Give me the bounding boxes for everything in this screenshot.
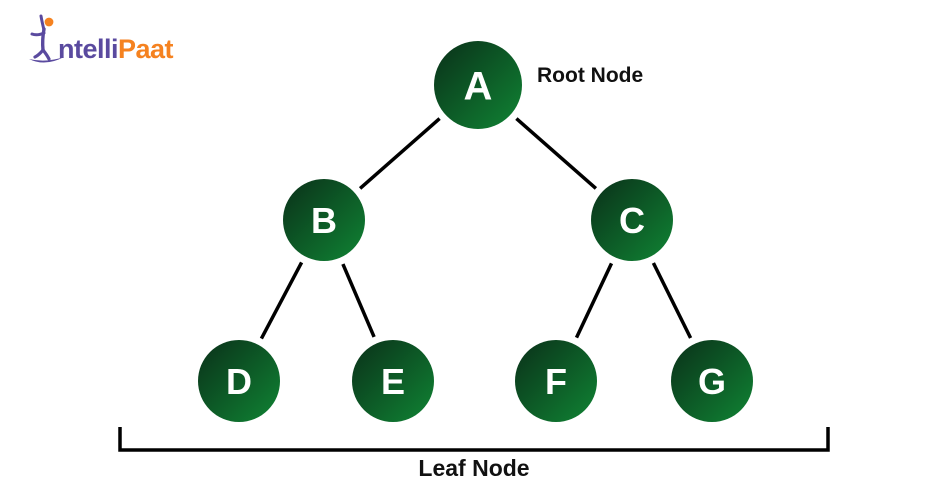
tree-node-A [434,41,522,129]
tree-node-G [671,340,753,422]
tree-node-letter-E: E [381,361,405,402]
edges-layer [259,117,693,340]
logo-text-ntelli: ntelli [58,34,119,64]
leaf-node-label: Leaf Node [418,455,530,481]
tree-node-letter-F: F [545,361,567,402]
tree-node-letter-D: D [226,361,252,402]
leaf-bracket [118,427,830,452]
tree-node-F [515,340,597,422]
tree-node-letter-G: G [698,361,726,402]
tree-node-C [591,179,673,261]
tree-node-B [283,179,365,261]
edge-C-G [651,262,693,339]
edge-A-C [515,117,598,190]
intellipaat-logo: ntelliPaat [28,14,188,66]
tree-node-letter-A: A [464,64,493,108]
logo-head-dot [44,17,54,27]
logo-text-paat: Paat [118,34,174,64]
edge-A-B [358,117,441,190]
tree-node-E [352,340,434,422]
edge-B-E [341,263,376,338]
edge-C-F [574,262,614,339]
tree-node-D [198,340,280,422]
root-node-label: Root Node [537,64,644,87]
logo-wordmark: ntelliPaat [58,34,174,65]
logo-person-icon [29,14,64,63]
nodes-layer: A B C D E F G [198,41,753,422]
edge-B-D [259,261,304,340]
tree-node-letter-B: B [311,200,337,241]
tree-node-letter-C: C [619,200,645,241]
